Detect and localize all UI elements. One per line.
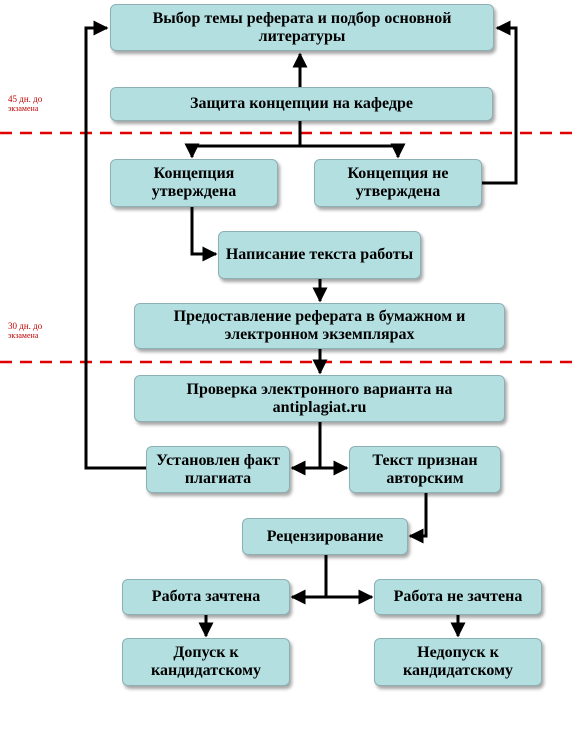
- concept-defense-box: Защита концепции на кафедре: [110, 87, 493, 121]
- arrow-check-to-plagiarism: [290, 422, 322, 476]
- original-text-box: Текст признан авторским: [349, 446, 501, 493]
- arrow-defense-to-approved: [184, 121, 302, 159]
- work-passed-box: Работа зачтена: [122, 579, 290, 615]
- admitted-box: Допуск к кандидатскому: [122, 638, 290, 686]
- arrow-not-approved-to-topic: [482, 20, 518, 185]
- concept-not-approved-box: Концепция не утверждена: [314, 159, 482, 207]
- review-box: Рецензирование: [242, 518, 408, 555]
- work-failed-box: Работа не зачтена: [374, 579, 542, 615]
- arrow-review-to-passed: [290, 555, 328, 605]
- deadline-note-30-days: 30 дн. до: [8, 321, 43, 331]
- plagiarism-found-box: Установлен факт плагиата: [146, 446, 290, 493]
- writing-box: Написание текста работы: [218, 231, 421, 279]
- arrow-original-to-review: [408, 493, 428, 544]
- not-admitted-box: Недопуск к кандидатскому: [374, 638, 542, 686]
- antiplagiat-check-box: Проверка электронного варианта на antipl…: [134, 375, 505, 422]
- deadline-note-45-days: 45 дн. до: [8, 94, 43, 104]
- deadline-note-30-exam: экзамена: [8, 331, 39, 340]
- topic-selection-box: Выбор темы реферата и подбор основной ли…: [110, 4, 494, 51]
- deadline-note-30: 30 дн. до экзамена: [8, 321, 42, 341]
- arrow-approved-to-writing: [190, 207, 218, 262]
- submission-box: Предоставление реферата в бумажном и эле…: [134, 303, 505, 349]
- arrow-defense-to-not-approved: [300, 143, 406, 159]
- arrow-plagiarism-to-topic: [84, 20, 146, 470]
- concept-approved-box: Концепция утверждена: [110, 159, 278, 207]
- deadline-note-45-exam: экзамена: [8, 104, 39, 113]
- deadline-note-45: 45 дн. до экзамена: [8, 94, 42, 114]
